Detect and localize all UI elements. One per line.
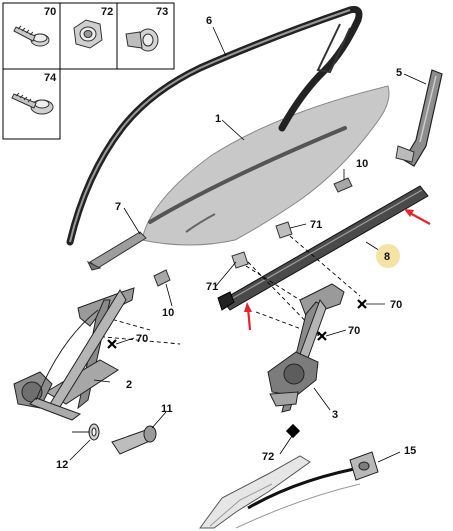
red-arrow-icon — [404, 209, 431, 225]
callout-5: 5 — [396, 67, 402, 79]
front-window-regulator — [13, 287, 135, 421]
screw-position-marker — [357, 299, 367, 309]
rear-window-regulator — [267, 283, 345, 413]
callout-8: 8 — [384, 251, 390, 263]
screw-icon — [13, 25, 50, 47]
run-channel-seal-inner — [69, 9, 351, 243]
rear-guide-channel-inner — [419, 75, 437, 143]
glass-clamp-clip-lower — [231, 251, 249, 269]
door-outer-panel-fragment — [199, 455, 371, 529]
glass-clip-right — [333, 177, 353, 193]
callout-72: 72 — [262, 451, 274, 463]
callout-1: 1 — [215, 113, 221, 125]
legend-ref-74: 74 — [44, 72, 57, 84]
callout-leader-lines — [69, 26, 427, 463]
screw-position-marker — [107, 339, 117, 349]
flange-screw-icon — [11, 92, 54, 115]
rear-guide-channel — [403, 69, 443, 167]
screw-position-marker — [317, 331, 327, 341]
callout-3: 3 — [332, 409, 338, 421]
callout-10-lower: 10 — [162, 307, 174, 319]
callout-70-right: 70 — [390, 299, 402, 311]
front-division-foot — [86, 260, 102, 271]
legend-ref-72: 72 — [101, 6, 113, 18]
nut-position-marker — [285, 423, 301, 439]
red-arrow-icon — [244, 302, 252, 331]
glass-clamp-clip-upper — [275, 221, 293, 239]
callout-7: 7 — [115, 201, 121, 213]
callout-highlight — [376, 244, 400, 268]
rear-guide-bracket — [395, 145, 415, 163]
regulator-handle-part — [111, 425, 157, 455]
callout-12: 12 — [56, 459, 68, 471]
belt-weatherstrip-highlight — [225, 189, 423, 303]
callout-71-upper: 71 — [310, 219, 322, 231]
callout-2: 2 — [126, 379, 132, 391]
callout-11: 11 — [161, 403, 173, 415]
callout-70-center: 70 — [348, 325, 360, 337]
run-channel-seal-rear-leg — [316, 23, 351, 74]
washer-part — [72, 423, 100, 441]
weatherstrip-end-clip — [349, 451, 379, 481]
door-glass — [141, 85, 390, 246]
push-clip-icon — [125, 28, 159, 52]
callout-6: 6 — [206, 15, 212, 27]
regulator-cable — [35, 309, 99, 401]
hex-nut-icon — [73, 19, 103, 49]
legend-ref-73: 73 — [156, 6, 168, 18]
fastener-legend — [2, 2, 175, 140]
callout-15: 15 — [404, 445, 416, 457]
glass-reinforcement-strip — [148, 126, 347, 224]
glass-clip-left — [153, 269, 171, 287]
callout-70-left: 70 — [136, 333, 148, 345]
glass-lower-channel — [185, 213, 216, 233]
legend-ref-70: 70 — [44, 6, 56, 18]
belt-weatherstrip-end-cap — [217, 291, 235, 311]
front-division-seal — [89, 231, 147, 269]
callout-10-upper: 10 — [356, 158, 368, 170]
callout-71-lower: 71 — [206, 281, 218, 293]
